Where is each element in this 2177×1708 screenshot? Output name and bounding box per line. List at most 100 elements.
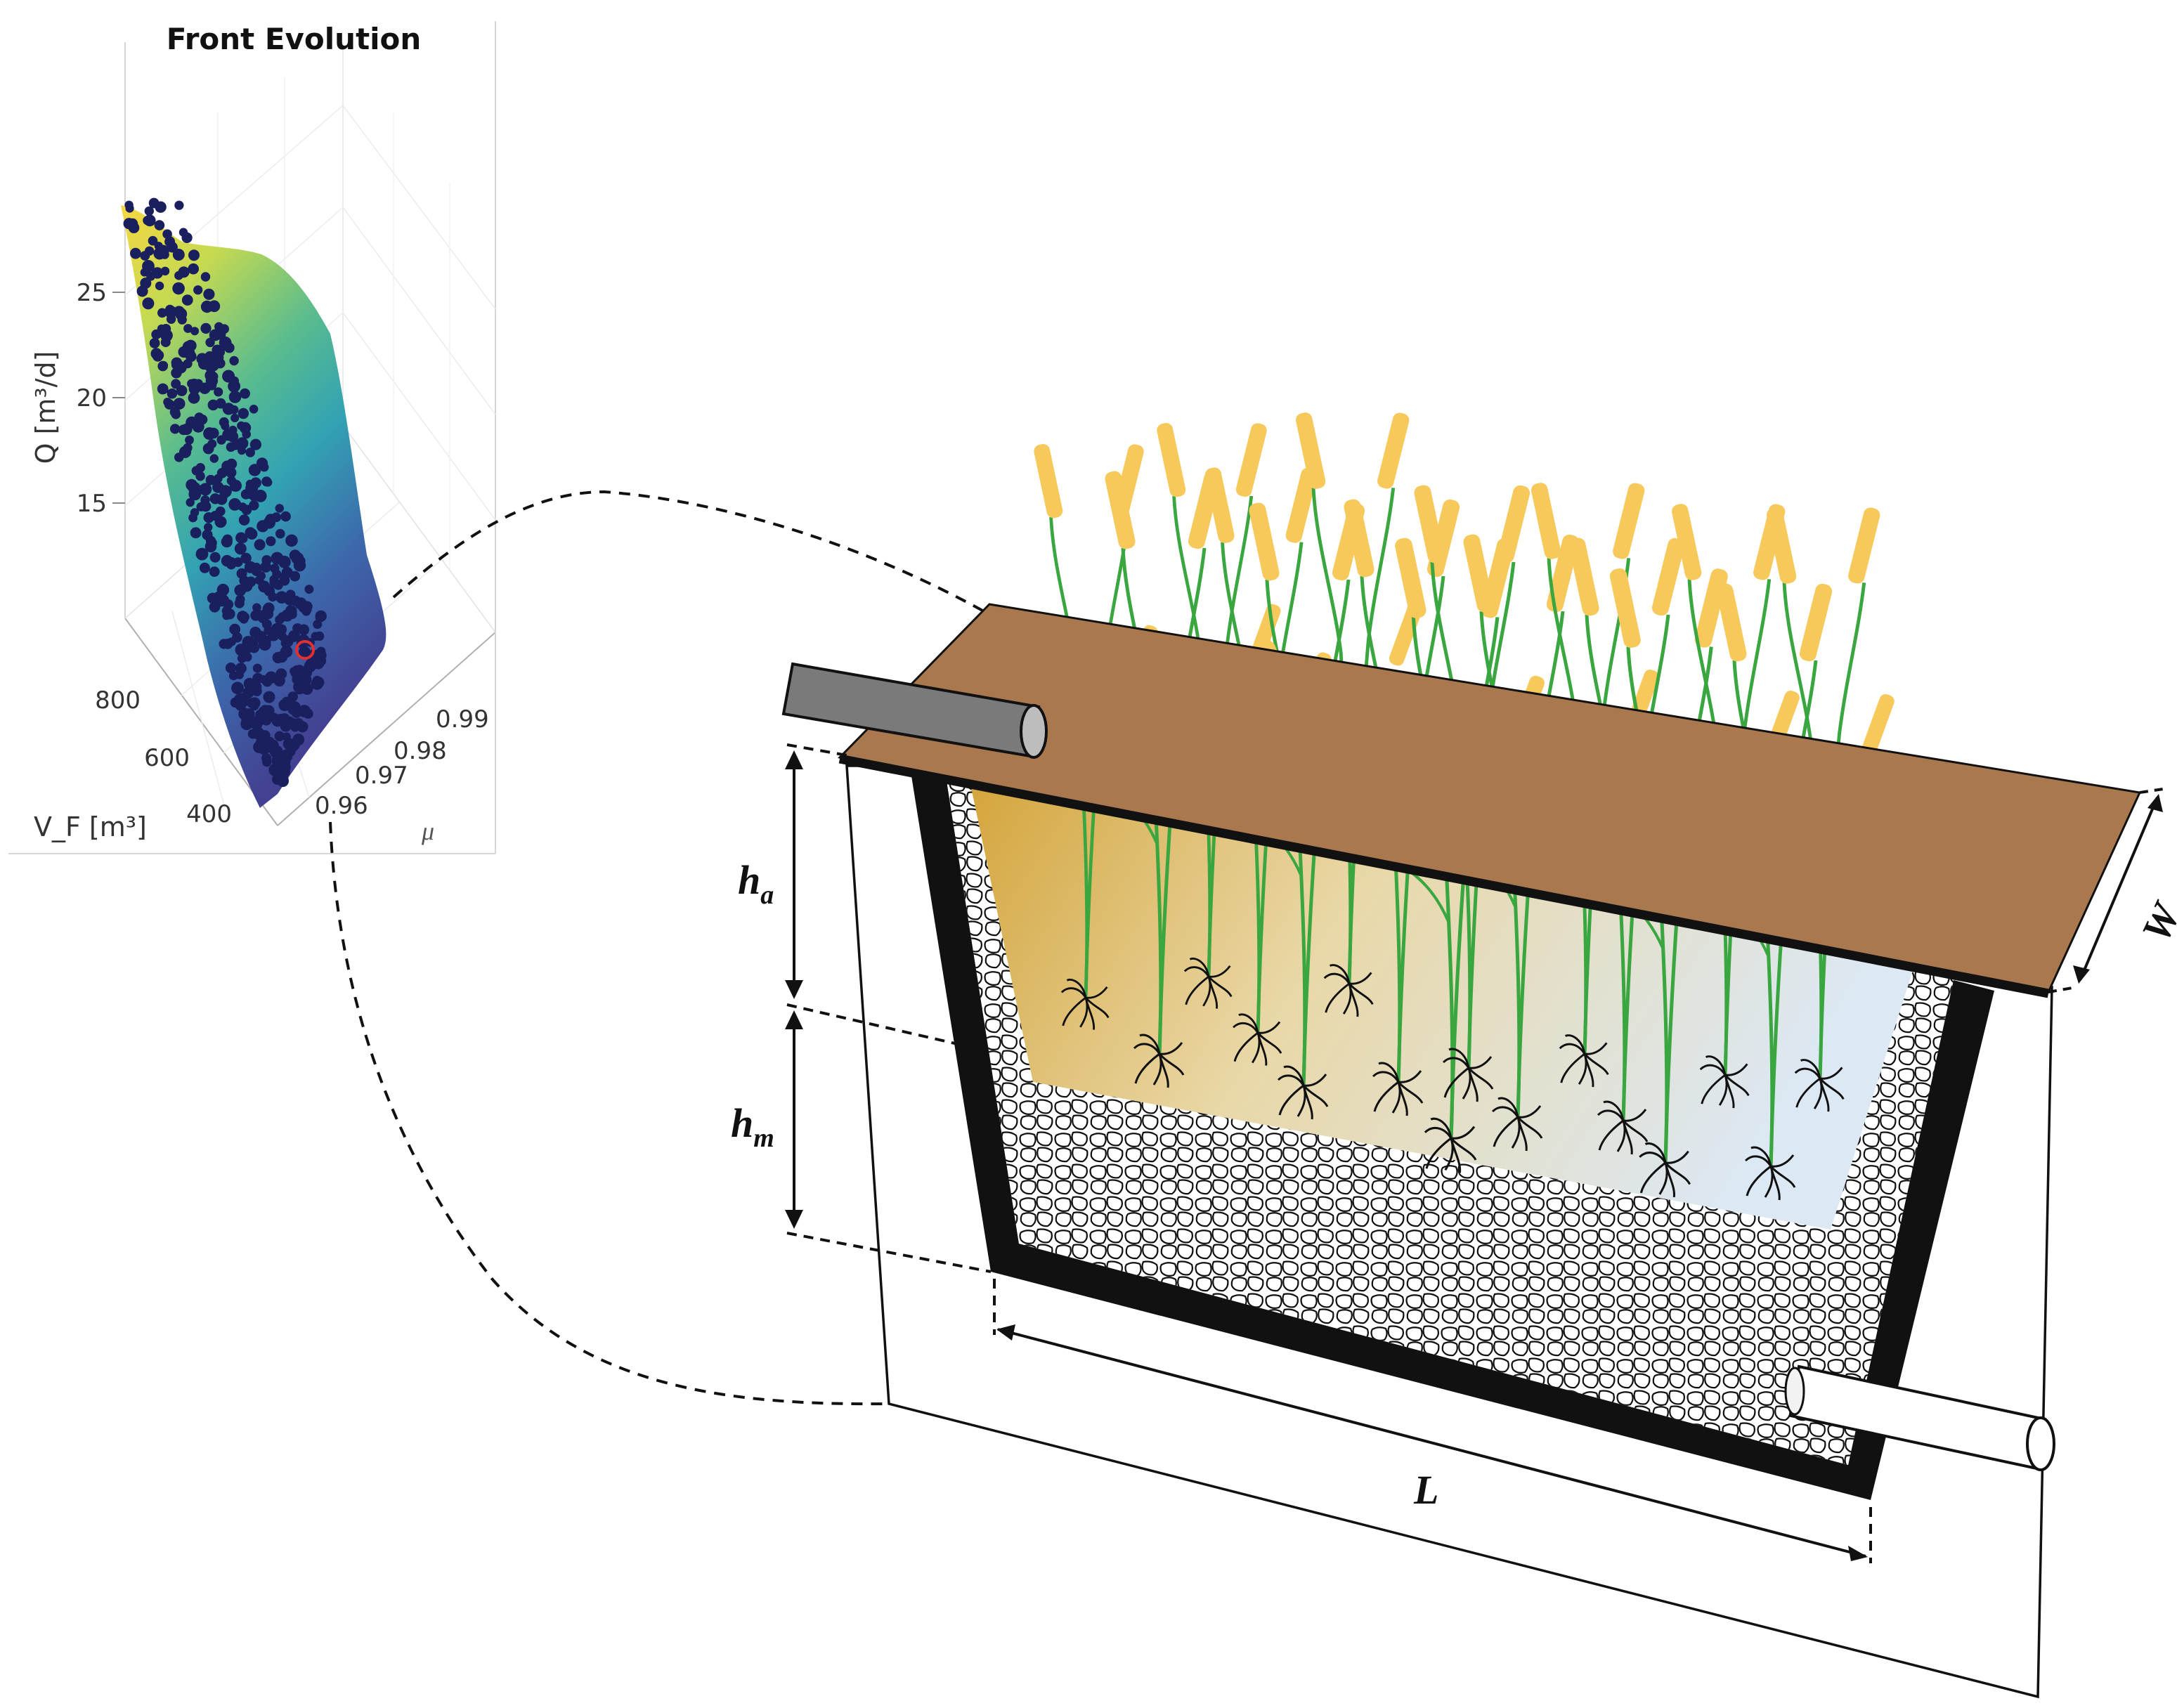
pareto-point [165, 304, 175, 314]
pareto-point [264, 478, 273, 487]
pareto-point [229, 623, 241, 635]
pareto-point [249, 491, 259, 502]
zoom-connector-lines [329, 490, 984, 1406]
pareto-point [195, 547, 209, 561]
pareto-point [186, 497, 195, 507]
pareto-point [214, 387, 223, 397]
pareto-point [264, 626, 273, 636]
pareto-point [236, 568, 247, 579]
pareto-point [157, 383, 169, 395]
pareto-point [280, 645, 293, 658]
pareto-point [277, 775, 289, 788]
pareto-point [254, 539, 266, 551]
dimension-labels: ha hm L W [731, 857, 2177, 1513]
width-dimension-line [2079, 797, 2159, 981]
pareto-point [200, 322, 212, 334]
pareto-point [188, 513, 197, 523]
pareto-point [221, 422, 230, 431]
pareto-point [240, 388, 250, 399]
pareto-point [241, 504, 252, 515]
pareto-point [176, 385, 188, 396]
pareto-point [226, 458, 238, 470]
pareto-point [154, 220, 165, 230]
pareto-point [140, 251, 150, 261]
pareto-point [190, 527, 202, 539]
pareto-point [203, 288, 215, 300]
pareto-point [225, 663, 237, 674]
pareto-point [207, 537, 217, 548]
pareto-point [171, 409, 181, 419]
pareto-point [209, 566, 220, 578]
pareto-point [260, 561, 272, 573]
pareto-point [200, 495, 210, 505]
pareto-point [205, 474, 216, 485]
height-a-label: ha [738, 857, 774, 910]
y-tick-label: 0.99 [436, 705, 489, 734]
pareto-point [238, 514, 250, 526]
pareto-point [203, 512, 214, 523]
pareto-point [256, 571, 266, 580]
pareto-point [248, 642, 260, 653]
pareto-point [311, 677, 323, 690]
pareto-point [242, 652, 252, 662]
pareto-point [172, 282, 185, 295]
pareto-point [231, 682, 244, 695]
pareto-point [174, 452, 184, 462]
pareto-point [143, 216, 152, 226]
pareto-point [233, 693, 246, 706]
pareto-point [275, 615, 285, 625]
pareto-point [265, 740, 278, 753]
pareto-point [188, 488, 202, 501]
pareto-point [230, 441, 240, 450]
pareto-point [230, 376, 239, 386]
y-axis-ticks: 0.99 0.98 0.97 0.96 [315, 705, 489, 820]
pareto-point [282, 738, 294, 750]
pareto-point [136, 285, 148, 297]
pareto-point [173, 398, 186, 410]
z-tick-label: 20 [77, 384, 107, 412]
pareto-point [270, 712, 279, 722]
pareto-point [279, 713, 290, 724]
pareto-point [193, 285, 203, 295]
pareto-point [124, 200, 134, 209]
pareto-point [256, 736, 267, 748]
selected-solution-marker [295, 640, 315, 660]
pareto-point [164, 399, 175, 410]
pareto-point [268, 592, 278, 602]
pareto-point [130, 247, 141, 259]
pareto-point [152, 352, 162, 361]
pareto-point [221, 606, 232, 616]
pareto-point [188, 263, 200, 275]
pareto-point [254, 630, 267, 643]
pareto-point [288, 630, 301, 642]
outlet-pipe [1784, 1364, 2055, 1471]
pareto-point [240, 489, 251, 500]
pareto-point [191, 466, 201, 476]
pareto-point [213, 351, 222, 361]
pareto-point [252, 663, 262, 673]
height-m-label: hm [731, 1100, 774, 1153]
pareto-point [149, 338, 160, 348]
pareto-point [228, 498, 242, 511]
pareto-point [182, 341, 194, 353]
pareto-point [183, 324, 193, 333]
pareto-point [263, 691, 275, 703]
length-label: L [1413, 1467, 1438, 1513]
svg-text:Q [m³/d]: Q [m³/d] [30, 351, 61, 464]
pareto-point [142, 260, 155, 273]
pareto-point [207, 399, 219, 411]
pareto-point [249, 405, 259, 414]
pareto-point [188, 391, 200, 404]
pareto-point [190, 327, 200, 336]
pareto-point [249, 500, 259, 511]
pareto-point [188, 249, 200, 261]
pareto-point [271, 552, 284, 565]
pareto-point [181, 423, 193, 436]
pareto-point [272, 651, 284, 664]
pareto-point [280, 511, 291, 522]
y-tick-label: 0.96 [315, 792, 368, 820]
pareto-point [251, 682, 262, 693]
x-axis-ticks: 800 600 400 [95, 686, 232, 828]
pareto-point [298, 624, 310, 636]
pareto-point [292, 673, 304, 685]
